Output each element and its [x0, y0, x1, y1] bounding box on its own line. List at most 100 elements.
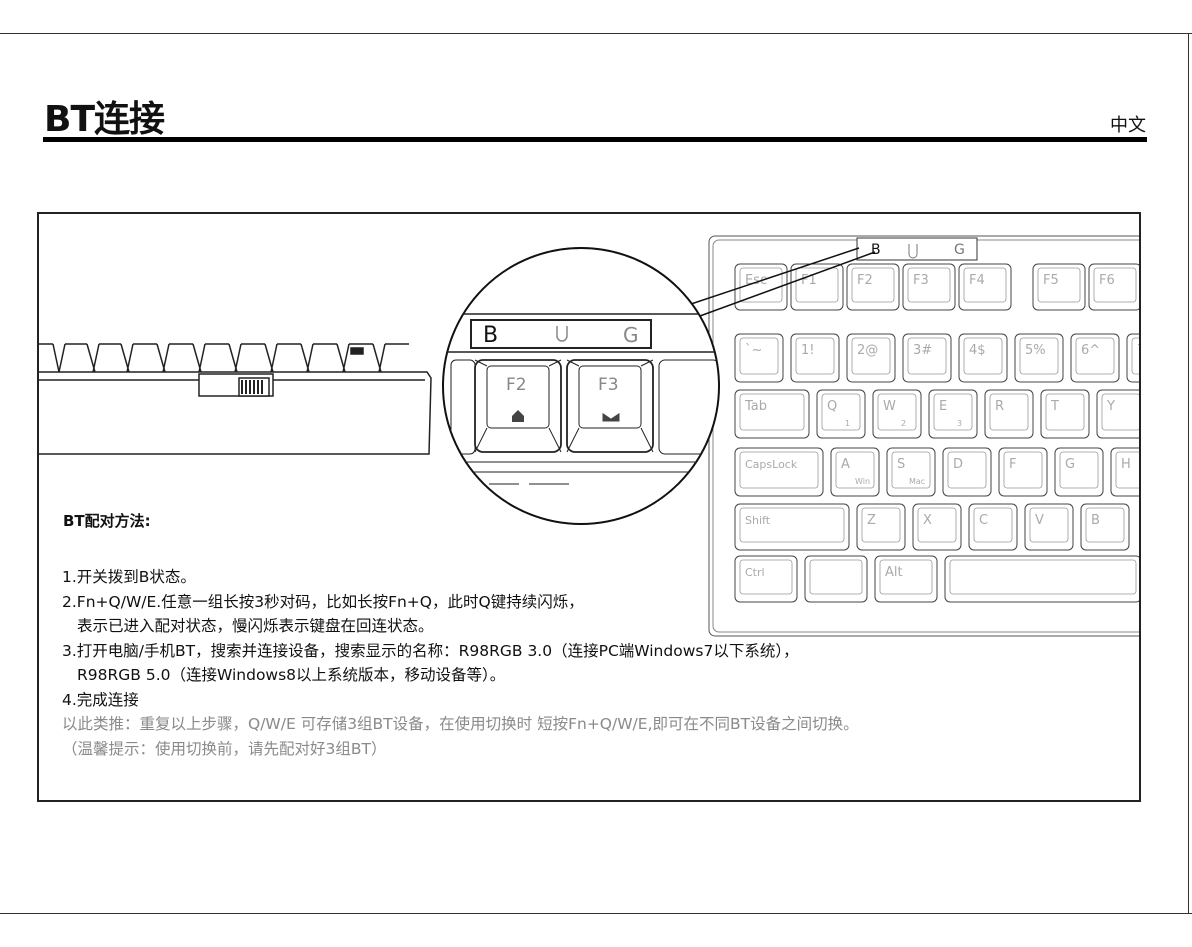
keyboard-key-face	[1085, 507, 1125, 543]
zoom-switch-label-b: B	[483, 323, 498, 348]
language-label: 中文	[1110, 115, 1146, 136]
keyboard-key-face	[1131, 337, 1139, 375]
keyboard-key-face	[949, 559, 1137, 595]
keyboard-key-face	[1115, 451, 1139, 489]
keyboard-top-view: B G	[708, 235, 1139, 637]
keyboard-key	[734, 503, 850, 551]
instruction-panel: B G EscF1F2F3F4F5F6`~1!2@3#4$5%6^7TabQWE…	[37, 212, 1141, 802]
keyboard-key	[734, 447, 824, 497]
keyboard-key-label: 1!	[801, 343, 814, 358]
keyboard-key	[734, 555, 798, 603]
keyboard-key-face	[739, 451, 819, 489]
keyboard-key-label: H	[1121, 457, 1131, 472]
keyboard-key	[984, 389, 1034, 439]
keyboard-keys: EscF1F2F3F4F5F6`~1!2@3#4$5%6^7TabQWERTYC…	[734, 263, 1139, 603]
keyboard-key	[790, 263, 844, 311]
keyboard-key-label: D	[953, 457, 963, 472]
keyboard-key-face	[739, 507, 845, 543]
keyboard-key	[1040, 389, 1090, 439]
pairing-steps: 1.开关拨到B状态。 2.Fn+Q/W/E.任意一组长按3秒对码，比如长按Fn+…	[62, 565, 859, 761]
keyboard-key-label: S	[897, 457, 905, 472]
keyboard-key	[846, 333, 896, 383]
keyboard-key-label: `~	[745, 343, 762, 358]
step-4: 4.完成连接	[62, 690, 139, 709]
keyboard-key-face	[1101, 393, 1139, 431]
keyboard-key-sublabel: 3	[957, 419, 962, 428]
step-3-line-2: R98RGB 5.0（连接Windows8以上系统版本，移动设备等）。	[77, 666, 506, 684]
keyboard-key-label: 6^	[1081, 343, 1100, 358]
keyboard-key	[1032, 263, 1086, 311]
keyboard-key-label: F5	[1043, 273, 1059, 288]
keyboard-key-face	[1003, 451, 1043, 489]
keyboard-key-label: Alt	[885, 565, 903, 580]
keyboard-key-face	[907, 337, 947, 375]
keyboard-key-label: C	[979, 513, 988, 528]
keyboard-key-label: T	[1050, 399, 1059, 414]
keyboard-key	[804, 555, 868, 603]
keyboard-key-label: G	[1065, 457, 1075, 472]
keyboard-key-label: V	[1035, 513, 1044, 528]
keyboard-key-face	[851, 267, 895, 303]
keyboard-key-label: Z	[867, 513, 876, 528]
zoom-switch-label-g: G	[623, 323, 639, 347]
keyboard-key-face	[795, 337, 835, 375]
keyboard-key	[734, 333, 784, 383]
keyboard-key-label: F6	[1099, 273, 1115, 288]
keyboard-key-face	[963, 337, 1003, 375]
keyboard-key	[886, 447, 936, 497]
step-3-line-1: 3.打开电脑/手机BT，搜索并连接设备，搜索显示的名称：R98RGB 3.0（连…	[62, 641, 799, 660]
keyboard-key-face	[989, 393, 1029, 431]
keyboard-key-face	[933, 393, 973, 431]
keyboard-key	[1088, 263, 1139, 311]
keyboard-key-label: 4$	[969, 343, 986, 358]
zoom-circle: B G F2 F3	[442, 247, 720, 525]
keyboard-key-label: R	[995, 399, 1004, 414]
keyboard-key-label: E	[939, 399, 947, 414]
keyboard-illustration: B G EscF1F2F3F4F5F6`~1!2@3#4$5%6^7TabQWE…	[39, 235, 1139, 637]
keyboard-key	[734, 389, 810, 439]
keyboard-key	[912, 503, 962, 551]
keyboard-key-face	[907, 267, 951, 303]
keyboard-key-face	[739, 337, 779, 375]
keyboard-key-label: Ctrl	[745, 566, 765, 579]
keyboard-key	[790, 333, 840, 383]
note-line-1: 以此类推：重复以上步骤，Q/W/E 可存储3组BT设备，在使用切换时 短按Fn+…	[62, 715, 859, 733]
keyboard-key-sublabel: Win	[855, 477, 870, 486]
keyboard-key-face	[1045, 393, 1085, 431]
zoom-key-f2-legend: F2	[506, 375, 527, 395]
title-rule	[43, 137, 1147, 142]
keyboard-key	[942, 447, 992, 497]
step-1: 1.开关拨到B状态。	[62, 568, 196, 586]
keyboard-key	[998, 447, 1048, 497]
page-frame-bottom	[0, 913, 1192, 914]
keyboard-key-label: Q	[827, 399, 837, 414]
keyboard-key-label: A	[841, 457, 850, 472]
keyboard-key-sublabel: 2	[901, 419, 906, 428]
keyboard-key-face	[809, 559, 863, 595]
keyboard-key	[1070, 333, 1120, 383]
keyboard-key	[1014, 333, 1064, 383]
keyboard-key	[1110, 447, 1139, 497]
keyboard-key-face	[739, 393, 805, 431]
page-frame-right	[1188, 33, 1189, 913]
keyboard-key-face	[835, 451, 875, 489]
zoom-key-f3-legend: F3	[598, 375, 619, 395]
keyboard-key-label: F2	[857, 273, 873, 288]
keyboard-key-label: Y	[1106, 399, 1115, 414]
keyboard-key-face	[879, 559, 933, 595]
keyboard-key-face	[1029, 507, 1069, 543]
keyboard-key-sublabel: 1	[845, 419, 850, 428]
keyboard-key-label: F1	[801, 273, 817, 288]
keyboard-key-face	[947, 451, 987, 489]
keyboard-key	[846, 263, 900, 311]
keyboard-key	[958, 263, 1012, 311]
step-2-line-1: 2.Fn+Q/W/E.任意一组长按3秒对码，比如长按Fn+Q，此时Q键持续闪烁，	[62, 592, 584, 611]
keyboard-key-face	[1093, 267, 1137, 303]
keyboard-key-face	[1019, 337, 1059, 375]
keyboard-key-label: 5%	[1025, 343, 1046, 358]
keyboard-key-face	[739, 559, 793, 595]
keyboard-key-label: F4	[969, 273, 985, 288]
keyboard-key-face	[851, 337, 891, 375]
keyboard-key-face	[861, 507, 901, 543]
page-title: BT连接	[44, 99, 165, 140]
